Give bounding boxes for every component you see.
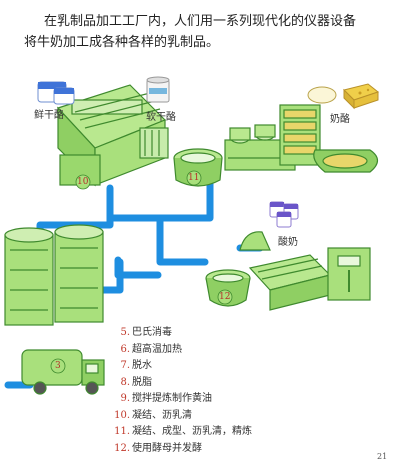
- legend-text: 凝结、沥乳清: [132, 409, 192, 421]
- storage-tanks: [4, 224, 104, 326]
- cheese-rack-machine: [279, 104, 379, 173]
- legend-number: 5.: [120, 327, 130, 338]
- fresh-cheese-icon: [37, 81, 75, 105]
- badge-3-bg: [50, 358, 66, 374]
- legend-text: 凝结、成型、沥乳清，精炼: [132, 426, 252, 437]
- legend-number: 9.: [120, 393, 130, 404]
- legend-row: 8.脱脂: [112, 375, 322, 392]
- legend-row: 12.使用酵母并发酵: [112, 441, 322, 458]
- legend-number: 7.: [120, 360, 130, 371]
- legend-text: 超高温加热: [132, 343, 182, 355]
- machine-11: [173, 124, 296, 187]
- pipe-to-12: [156, 214, 209, 266]
- number-10: 10: [77, 177, 89, 187]
- legend-number: 6.: [120, 343, 130, 355]
- soft-cheese-icon: [146, 76, 170, 103]
- legend-row: 9.搅拌提炼制作黄油: [112, 391, 322, 408]
- legend-row: 11.凝结、成型、沥乳清，精炼: [112, 424, 322, 441]
- legend-row: 6.超高温加热: [112, 342, 322, 359]
- number-11: 11: [188, 173, 200, 183]
- pipe-tank-junction: [114, 256, 162, 279]
- legend-row: 5.巴氏消毒: [112, 325, 322, 342]
- badge-12-bg: [217, 289, 233, 305]
- page-number: 21: [377, 452, 388, 461]
- legend-text: 脱脂: [132, 376, 152, 388]
- label-yogurt: 酸奶: [278, 237, 298, 248]
- label-fresh-cheese: 鲜干酪: [34, 110, 64, 121]
- badge-10-bg: [75, 174, 91, 190]
- tanker-truck-3: [21, 349, 105, 395]
- legend-text: 巴氏消毒: [132, 327, 172, 338]
- legend-number: 12.: [114, 442, 130, 454]
- badge-11-bg: [186, 170, 202, 186]
- machine-12: [205, 231, 371, 311]
- intro-line-1: 在乳制品加工工厂内，人们用一系列现代化的仪器设备: [44, 14, 357, 29]
- yogurt-icon: [269, 201, 299, 228]
- process-legend: 5.巴氏消毒 6.超高温加热 7.脱水 8.脱脂 9.搅拌提炼制作黄油 10.凝…: [112, 325, 322, 457]
- label-cheese: 奶酪: [330, 114, 350, 125]
- legend-number: 8.: [120, 376, 130, 388]
- legend-text: 脱水: [132, 360, 152, 371]
- legend-row: 7.脱水: [112, 358, 322, 375]
- number-3: 3: [55, 361, 61, 371]
- intro-line-2: 将牛奶加工成各种各样的乳制品。: [24, 35, 220, 50]
- legend-number: 11.: [114, 426, 130, 437]
- label-soft-cheese: 软干酪: [146, 112, 176, 123]
- legend-text: 使用酵母并发酵: [132, 442, 202, 454]
- legend-text: 搅拌提炼制作黄油: [132, 393, 212, 404]
- legend-number: 10.: [114, 409, 130, 421]
- number-12: 12: [219, 292, 231, 302]
- machine-10: [56, 84, 169, 187]
- cheese-icon: [307, 83, 380, 110]
- legend-row: 10.凝结、沥乳清: [112, 408, 322, 425]
